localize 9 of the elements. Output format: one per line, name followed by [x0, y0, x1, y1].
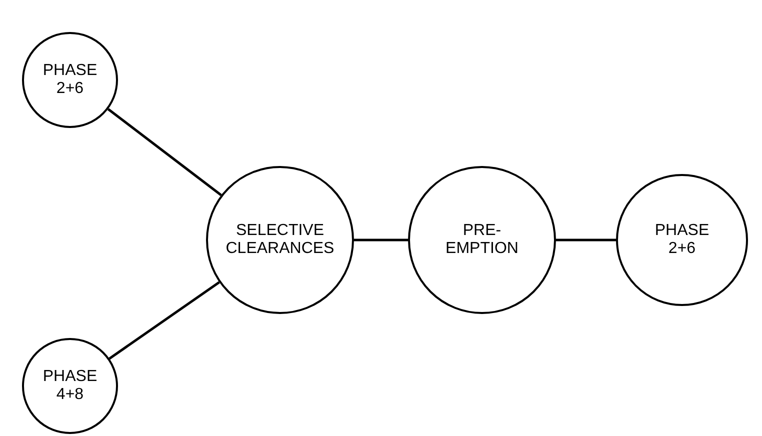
- connector-line: [354, 238, 408, 242]
- node-label: PHASE 4+8: [42, 368, 98, 404]
- connector-line: [556, 238, 616, 242]
- node-label: PRE- EMPTION: [444, 222, 520, 258]
- connector-line: [108, 281, 220, 360]
- node-label: PHASE 2+6: [42, 62, 98, 98]
- connector-line: [107, 108, 222, 196]
- node-label: PHASE 2+6: [654, 222, 710, 258]
- node-label: SELECTIVE CLEARANCES: [224, 222, 336, 258]
